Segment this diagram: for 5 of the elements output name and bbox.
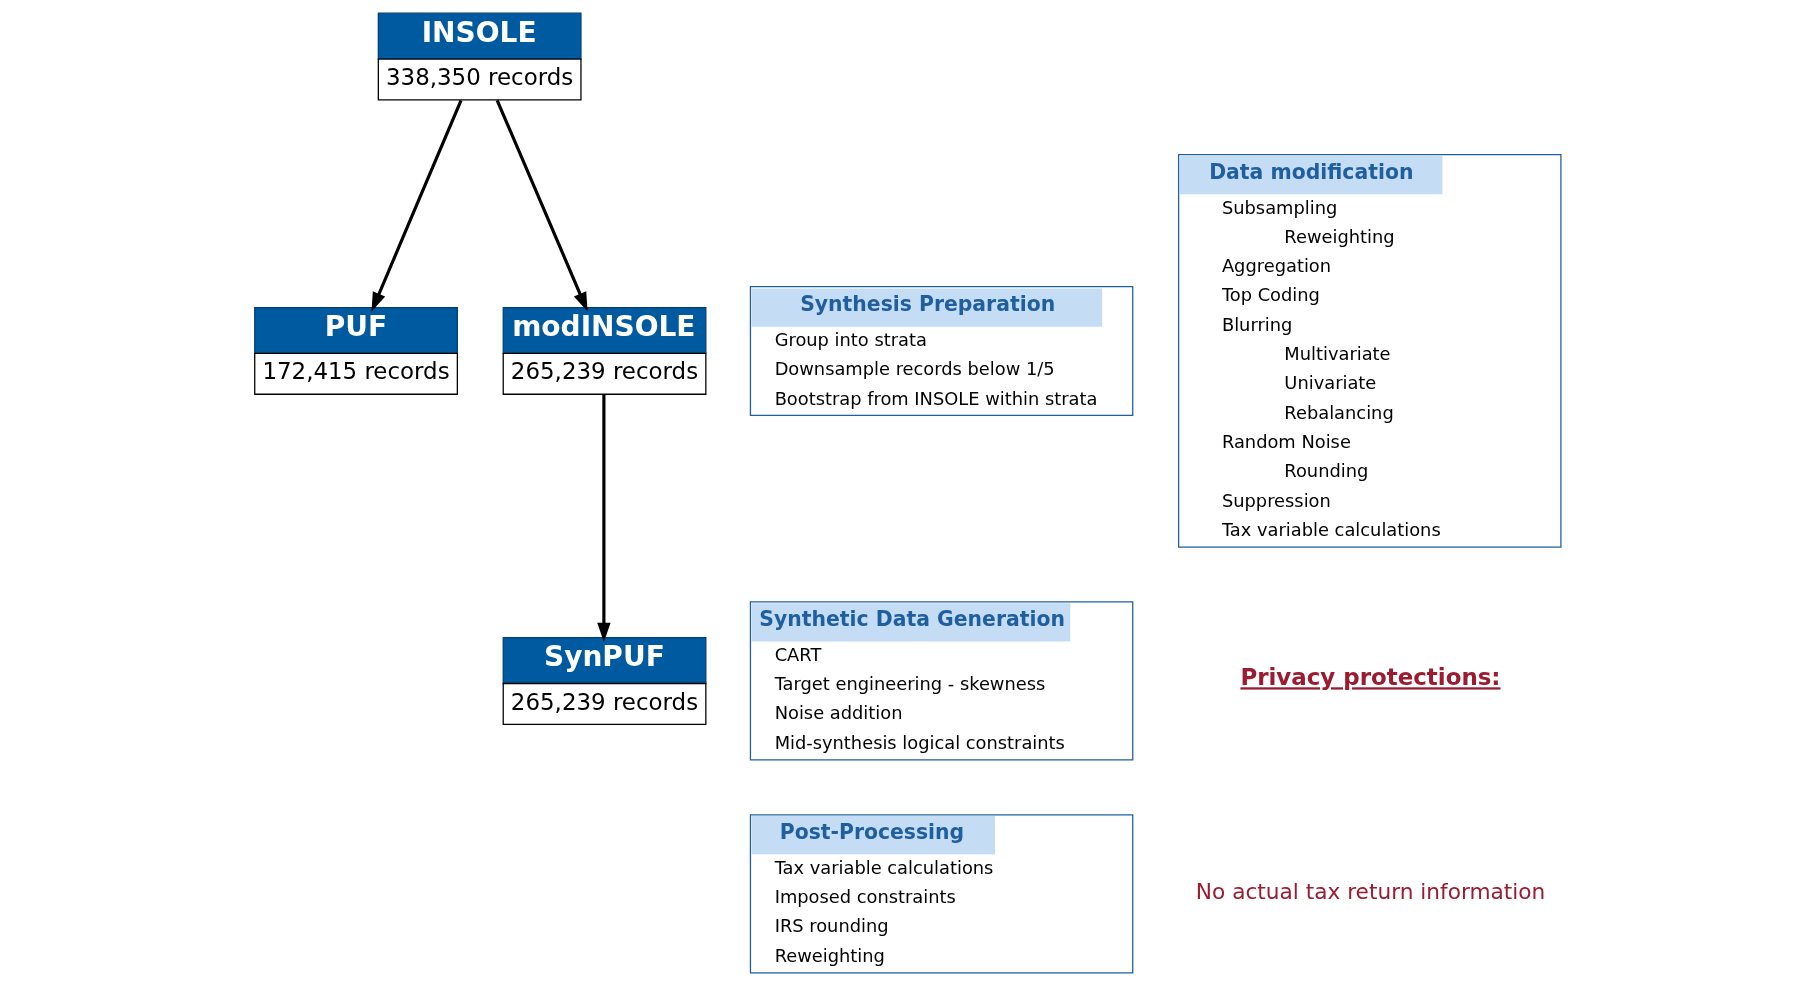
label: Privacy protections: [1239,664,1501,691]
arrow [596,394,611,642]
label: No actual tax return information [1195,879,1545,904]
arrow [495,99,588,312]
arrow [371,99,462,312]
